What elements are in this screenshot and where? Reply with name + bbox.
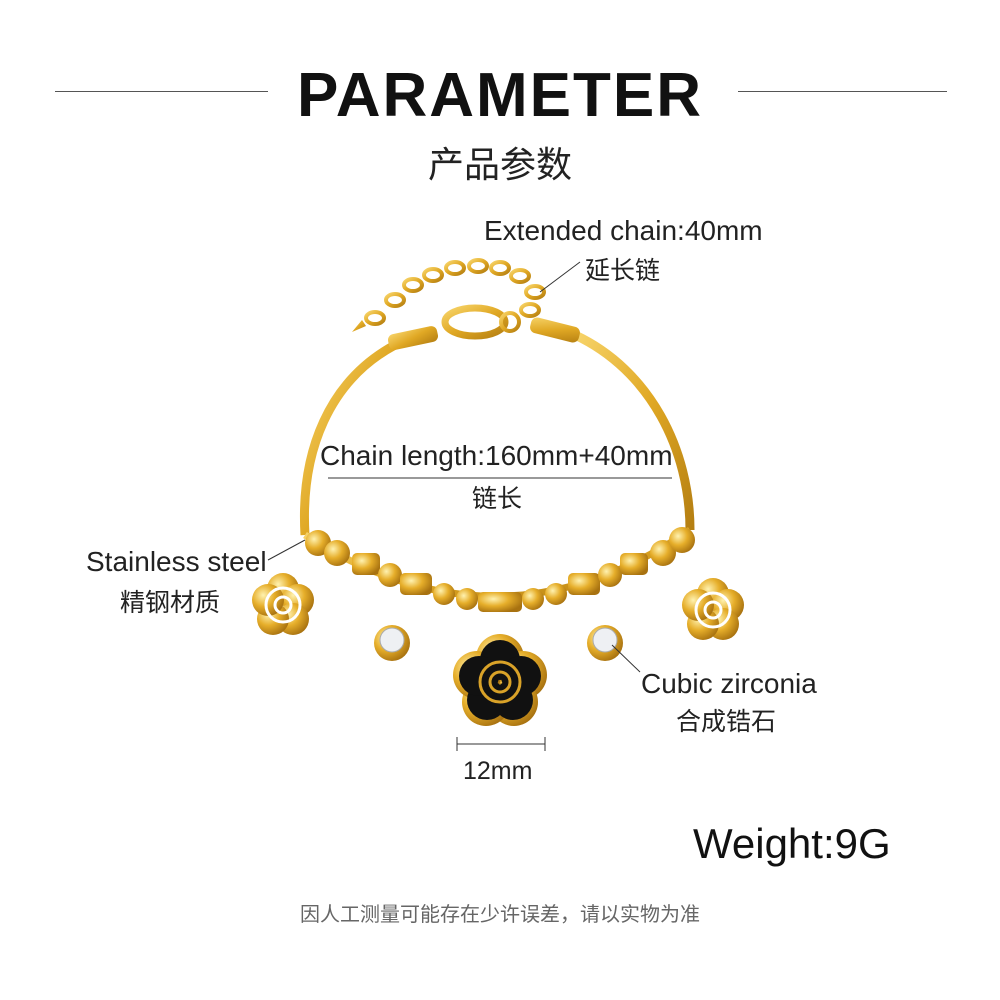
- extension-chain: [364, 258, 546, 326]
- page-subtitle: 产品参数: [427, 145, 572, 186]
- crystal-charm: [374, 625, 410, 661]
- end-cap: [530, 317, 580, 343]
- stone-label: Cubic zirconia: [641, 668, 817, 699]
- black-flower-charm: [453, 634, 547, 726]
- end-cap: [387, 326, 439, 350]
- material-label-zh: 精钢材质: [120, 588, 221, 617]
- dimension-line: [456, 737, 546, 751]
- chain-length-label-zh: 链长: [472, 484, 523, 513]
- extension-drop: [352, 320, 366, 332]
- charm-size-label: 12mm: [463, 757, 533, 785]
- title-divider-left: [55, 91, 268, 92]
- chain-length-label: Chain length:160mm+40mm: [320, 440, 673, 471]
- leader-extended-chain: [539, 261, 581, 293]
- gold-flower-charm: [682, 578, 744, 640]
- page-title: PARAMETER: [296, 61, 704, 130]
- snake-chain: [573, 330, 695, 531]
- leader-zirconia: [611, 644, 641, 673]
- extended-chain-label-zh: 延长链: [585, 256, 661, 285]
- material-label: Stainless steel: [86, 546, 267, 577]
- lobster-clasp: [441, 304, 509, 340]
- leader-stainless: [267, 539, 306, 561]
- snake-chain: [299, 341, 398, 536]
- gold-flower-charm: [252, 573, 314, 635]
- title-divider-right: [738, 91, 947, 92]
- measurement-note: 因人工测量可能存在少许误差，请以实物为准: [300, 902, 700, 926]
- weight-label: Weight:9G: [693, 820, 891, 867]
- stone-label-zh: 合成锆石: [676, 707, 777, 736]
- crystal-charm: [587, 625, 623, 661]
- extended-chain-label: Extended chain:40mm: [484, 215, 763, 246]
- bead-row: [305, 527, 695, 612]
- jump-ring: [499, 311, 521, 333]
